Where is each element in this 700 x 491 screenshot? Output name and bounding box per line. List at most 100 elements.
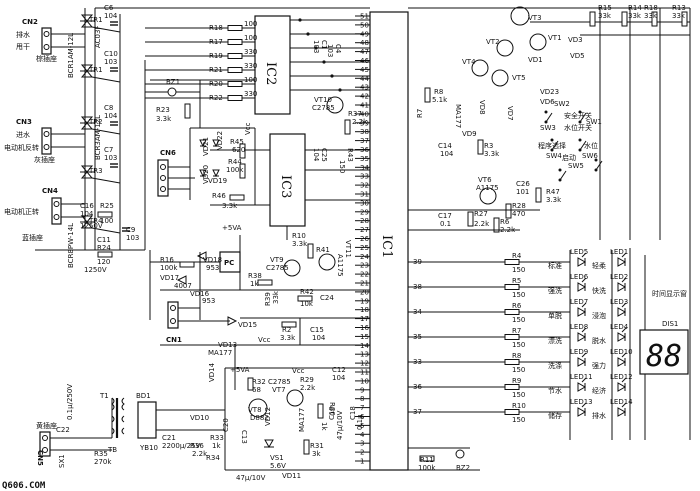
right-switch-section: VT3 R15 33k R14 33k R18 33k R13 33k VT1 …	[408, 4, 691, 472]
sw-sw1: SW1	[586, 118, 602, 126]
led-row-res-val-5: 150	[512, 366, 525, 374]
r45-val: 620	[232, 146, 245, 154]
sw-sw3: SW3	[540, 124, 556, 132]
c17-val: 0.1	[440, 220, 451, 228]
led-word-a-1: 标准	[548, 261, 562, 270]
switch-3	[550, 138, 559, 152]
r35-val: 270k	[94, 458, 112, 466]
vd5-label: VD5	[570, 52, 585, 60]
led-row-res-val-1: 150	[512, 266, 525, 274]
switch-1	[544, 110, 553, 124]
r6-right-ref: R6	[500, 218, 510, 226]
r36-val: 2.2k	[192, 450, 208, 458]
sw-water-label: 水位开关	[564, 123, 592, 132]
vt11-ref: VT11	[344, 240, 352, 258]
pc-label: PC	[224, 259, 234, 267]
vt8-part: D882	[250, 414, 269, 422]
r13-ref: R13	[672, 4, 686, 12]
c15-val: 104	[312, 334, 326, 342]
ic2-chip	[254, 15, 291, 115]
vt6-ref: VT6	[478, 176, 492, 184]
yellow-socket-label: 黄插座	[36, 421, 57, 430]
ic3-chip	[269, 133, 306, 227]
switch-4	[578, 138, 587, 152]
bd1-label: BD1	[136, 392, 151, 400]
c20-ref: C20	[222, 418, 230, 432]
led-row-res-val-7: 150	[512, 416, 525, 424]
vt11-part: A1175	[336, 254, 344, 277]
ic2-res-val-2: 330	[244, 48, 257, 56]
c14-ref: C14	[438, 142, 452, 150]
ic2-res-ref-2: R19	[209, 52, 223, 60]
ic2-res-ref-5: R22	[209, 94, 223, 102]
led-led7	[577, 307, 587, 317]
r43-val: 150	[338, 160, 346, 173]
r3-val: 3.3k	[484, 150, 500, 158]
vd20-label: VD20	[202, 165, 210, 184]
led-row-res-val-4: 150	[512, 341, 525, 349]
r28-val: 470	[512, 210, 525, 218]
led-row-res-ref-1: R4	[512, 252, 522, 260]
led-label-led3: LED3	[610, 298, 628, 306]
led-row-resistor-1	[504, 259, 520, 265]
vd14-label: VD14	[208, 362, 216, 382]
c14-val: 104	[440, 150, 454, 158]
c1-ref: C1	[320, 40, 328, 49]
bd1-bridge	[137, 401, 157, 439]
vd21-label: VD21	[202, 137, 210, 156]
led-row-resistor-5	[504, 359, 520, 365]
c25-val: 104	[312, 148, 320, 162]
r14-val: 33k	[628, 12, 642, 20]
vd15-label: VD15	[238, 321, 257, 329]
vd16-part: 953	[202, 297, 215, 305]
vt10-part: C2785	[312, 104, 335, 112]
ic2-res-val-1: 100	[244, 34, 257, 42]
vd8-label: VD8	[478, 100, 486, 115]
vd17-part: 4007	[174, 282, 192, 290]
r29-val: 2.2k	[300, 384, 316, 392]
r36-ref: R36	[190, 442, 204, 450]
led-word-a-4: 漂洗	[548, 336, 562, 345]
triac-part-4: BCR8PW-14L	[67, 223, 75, 268]
c21-ref: C21	[162, 434, 176, 442]
vd10-label: VD10	[190, 414, 209, 422]
vd13-part: MA177	[208, 349, 232, 357]
r32-val: 68	[252, 386, 261, 394]
r33-val: 1k	[212, 442, 221, 450]
triac-symbol-1	[80, 14, 121, 33]
cap-c7-val: 103	[104, 154, 117, 162]
r10-ref: R10	[292, 232, 306, 240]
bridge-diode-3	[212, 169, 220, 178]
motor-forward-label: 电动机正转	[4, 207, 39, 216]
led-word-b-7: 排水	[592, 411, 606, 420]
ic2-resistor-4	[227, 81, 243, 87]
triac-symbol-4	[80, 165, 121, 184]
c18-val: 0.1μ	[356, 414, 364, 430]
r18-right-val: 33k	[644, 12, 658, 20]
k-program-label: 程序选择	[538, 141, 566, 150]
vd9-label: VD9	[462, 130, 477, 138]
r2-ref: R2	[282, 326, 291, 334]
c13-val: 47μ/10V	[236, 474, 266, 482]
c25-ref: C25	[320, 148, 328, 162]
tb-label: TB	[107, 446, 117, 454]
c16-rated: 1250V	[84, 266, 107, 274]
r8-val: 5.1k	[432, 96, 448, 104]
c21-val: 2200μ/25V	[162, 442, 201, 450]
led-led9	[577, 357, 587, 367]
vd22-label: VD22	[216, 131, 224, 150]
r24-val: 120	[97, 258, 110, 266]
led-label-led4: LED4	[610, 323, 629, 331]
r38-val: 1k	[250, 280, 259, 288]
triac-part-3: BCR3AM-12L	[94, 115, 102, 160]
led-word-b-4: 脱水	[592, 336, 606, 345]
ic3-label: IC3	[278, 175, 293, 198]
led-led5	[577, 257, 587, 267]
led-word-a-5: 洗涤	[548, 361, 562, 370]
r35-ref: R35	[94, 450, 108, 458]
bridge-diode-0	[199, 139, 207, 148]
